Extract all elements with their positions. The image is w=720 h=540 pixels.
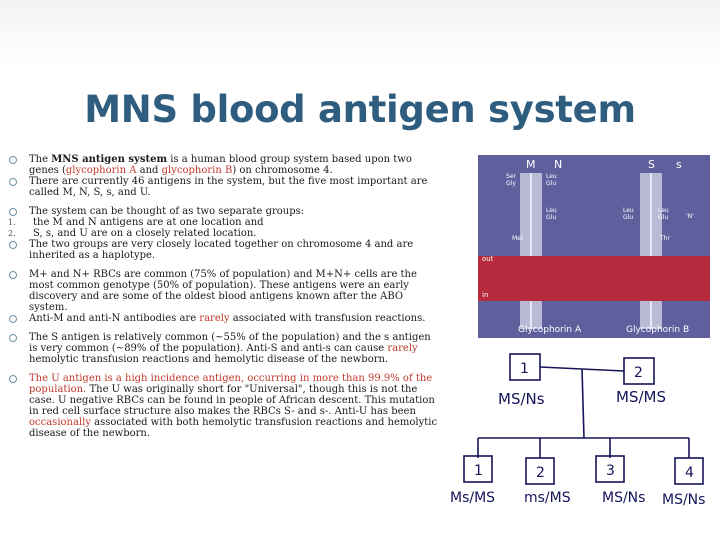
- membrane-band: [478, 256, 710, 301]
- list-item: The two groups are very closely located …: [8, 239, 438, 261]
- list-item: There are currently 46 antigens in the s…: [8, 176, 438, 198]
- parent-1-genotype: MS/Ns: [498, 390, 545, 408]
- numbered-item: 1. the M and N antigens are at one locat…: [8, 217, 264, 228]
- pedigree-diagram: 1 2 MS/Ns MS/MS 1 2 3 4 Ms/MS ms/MS MS/N…: [450, 353, 705, 508]
- child-4-number: 4: [685, 465, 694, 481]
- child-3-number: 3: [606, 463, 615, 479]
- number-marker: 2.: [8, 229, 16, 238]
- child-2-genotype: ms/MS: [524, 490, 571, 506]
- bullet-icon: [9, 178, 17, 186]
- residue-label: Met: [512, 235, 524, 242]
- child-2-number: 2: [536, 465, 545, 481]
- n-prime-label: 'N': [686, 213, 694, 220]
- header-m: M: [526, 158, 536, 171]
- parent-1-number: 1: [520, 361, 529, 377]
- number-marker: 1.: [8, 218, 16, 227]
- child-1-genotype: Ms/MS: [450, 490, 495, 506]
- list-item: The U antigen is a high incidence antige…: [8, 373, 438, 439]
- list-item: The system can be thought of as two sepa…: [8, 206, 438, 217]
- child-3-genotype: MS/Ns: [602, 490, 645, 506]
- header-n: N: [554, 158, 563, 171]
- page-title: MNS blood antigen system: [84, 88, 636, 131]
- bullet-icon: [9, 208, 17, 216]
- bullet-list: The MNS antigen system is a human blood …: [8, 154, 438, 439]
- bullet-icon: [9, 271, 17, 279]
- bullet-icon: [9, 375, 17, 383]
- glycophorin-a-label: Glycophorin A: [518, 325, 582, 335]
- header-s-lower: s: [676, 158, 682, 171]
- list-item: M+ and N+ RBCs are common (75% of popula…: [8, 269, 438, 313]
- parent-2-number: 2: [634, 365, 643, 381]
- list-item: The S antigen is relatively common (~55%…: [8, 332, 438, 365]
- outside-label: out: [482, 255, 494, 263]
- glycophorin-b-line: [650, 173, 652, 329]
- descent-line: [581, 368, 585, 439]
- child-4-genotype: MS/Ns: [662, 492, 705, 508]
- bullet-icon: [9, 241, 17, 249]
- header-s-upper: S: [648, 158, 655, 171]
- parent-2-genotype: MS/MS: [616, 388, 666, 406]
- inside-label: in: [482, 291, 489, 299]
- glycophorin-b-label: Glycophorin B: [626, 325, 690, 335]
- bullet-icon: [9, 156, 17, 164]
- child-1-box: [463, 455, 493, 483]
- child-3-box: [595, 455, 625, 483]
- residue-label: Thr: [660, 235, 670, 242]
- bullet-icon: [9, 315, 17, 323]
- glycophorin-a-line: [530, 173, 532, 329]
- bullet-icon: [9, 334, 17, 342]
- list-item: Anti-M and anti-N antibodies are rarely …: [8, 313, 438, 324]
- child-1-number: 1: [474, 463, 483, 479]
- child-2-box: [525, 457, 555, 485]
- numbered-item: 2. S, s, and U are on a closely related …: [8, 228, 257, 239]
- header-band: [0, 0, 720, 70]
- child-4-box: [674, 457, 704, 485]
- list-item: The MNS antigen system is a human blood …: [8, 154, 438, 176]
